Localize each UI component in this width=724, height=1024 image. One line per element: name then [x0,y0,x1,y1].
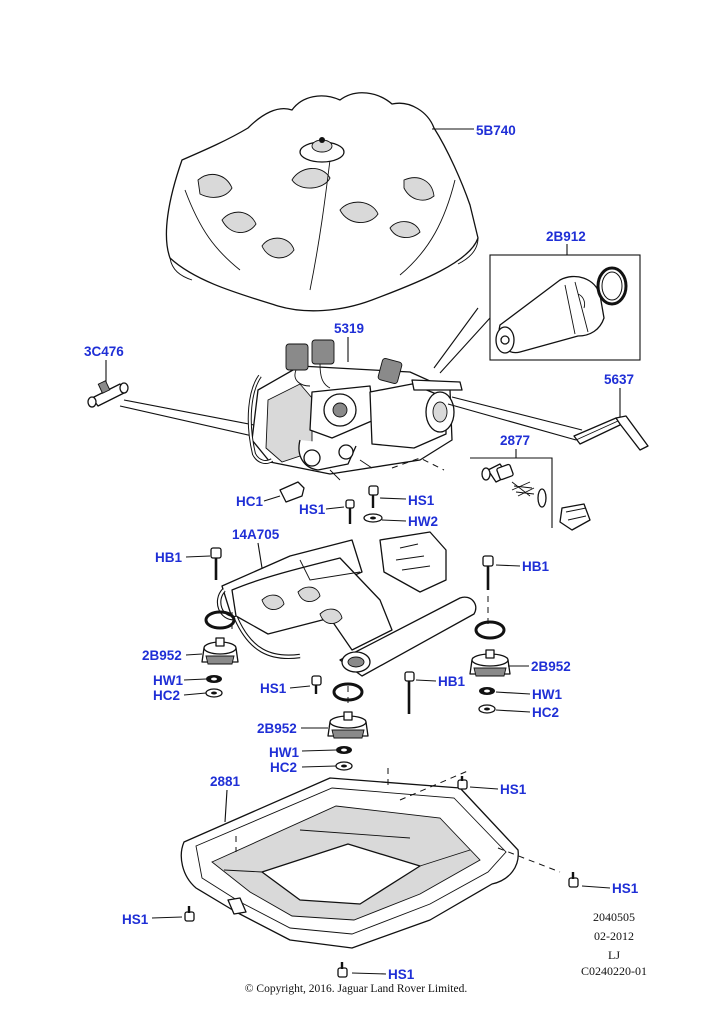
bolt-mid-label: HB1 [438,674,465,689]
bracket-leader [257,542,263,569]
washer-left-leader [183,678,207,681]
copyright-notice: © Copyright, 2016. Jaguar Land Rover Lim… [245,983,468,995]
compressor-dashed-guide [391,457,445,471]
tool-drawing [573,415,649,451]
screw-mid-leader [289,685,311,689]
screw-tray-bottom-leader [351,972,387,975]
screw-tray-top-leader [469,786,499,790]
screw-tray-right-leader [581,885,611,889]
screw-tray-right-label: HS1 [612,881,639,896]
nut-center-label: HC2 [270,760,297,775]
washer-top-drawing [363,513,383,523]
bolt-left-drawing [210,547,222,580]
cover-drawing [165,92,479,312]
reference-date: 02-2012 [594,929,634,943]
bolt-left-label: HB1 [155,550,182,565]
bracket-label: 14A705 [232,527,280,542]
screw-tray-top-drawing [457,776,468,790]
tool-pointer-b [447,403,577,441]
mount-right-drawing [469,620,511,677]
screw-tray-left-drawing [184,906,195,922]
washer-right-drawing [479,687,495,695]
connector-drawing [87,380,129,408]
tray-leader [224,789,228,823]
valve-kit-bracket [470,457,553,528]
bolt-mid-leader [415,679,437,682]
screw-tray-bottom-label: HS1 [388,967,415,982]
washer-right-label: HW1 [532,687,562,702]
compressor-drawing [247,339,463,481]
screw-tray-left-label: HS1 [122,912,149,927]
mount-center-drawing [327,682,369,739]
tray-drawing [180,769,561,949]
screw-tray-left-leader [151,916,183,919]
washer-left-label: HW1 [153,673,183,688]
bolt-right-leader [495,564,521,567]
washer-center-label: HW1 [269,745,299,760]
tool-pointer-a [451,396,583,431]
washer-top-leader [381,519,407,522]
screw-tray-bottom-drawing [337,962,348,978]
screw-mid-label: HS1 [260,681,287,696]
screw-tray-right-drawing [568,872,579,888]
mount-right-label: 2B952 [531,659,571,674]
bolt-left-leader [185,555,211,558]
screw-top-right-label: HS1 [408,493,435,508]
kit-box-pointer-b [439,317,491,374]
washer-top-label: HW2 [408,514,438,529]
reference-initials: LJ [608,948,620,962]
tray-label: 2881 [210,774,241,789]
screw-top-right-leader [379,497,407,500]
compressor-label: 5319 [334,321,364,336]
nut-left-label: HC2 [153,688,180,703]
cover-label: 5B740 [476,123,516,138]
washer-left-drawing [206,675,222,683]
screw-tray-top-label: HS1 [500,782,527,797]
reference-number: 2040505 [593,910,635,924]
washer-center-leader [301,749,337,752]
bolt-right-label: HB1 [522,559,549,574]
clip-leader [263,495,281,502]
mount-left-leader [185,653,203,656]
nut-left-leader [183,692,207,696]
nut-right-leader [495,709,531,713]
clip-drawing [279,481,305,503]
mount-center-label: 2B952 [257,721,297,736]
nut-right-label: HC2 [532,705,559,720]
washer-center-drawing [336,746,352,754]
washer-right-leader [495,691,531,695]
bolt-mid-drawing [404,671,415,714]
screw-top-left-drawing [345,499,355,524]
valve-kit-label: 2877 [500,433,530,448]
bracket-drawing [216,531,477,677]
nut-center-leader [301,765,337,768]
reference-code: C0240220-01 [581,964,647,978]
mount-left-drawing [201,610,239,665]
tool-label: 5637 [604,372,634,387]
screw-top-right-drawing [368,485,379,508]
mount-left-label: 2B952 [142,648,182,663]
screw-top-left-leader [325,506,345,510]
valve-kit-drawing [481,463,591,531]
nut-right-drawing [478,704,496,714]
bolt-right-drawing [482,555,494,590]
connector-label: 3C476 [84,344,124,359]
nut-center-drawing [335,761,353,771]
clip-label: HC1 [236,494,263,509]
screw-top-left-label: HS1 [299,502,326,517]
nut-left-drawing [205,688,223,698]
filter-cartridge-drawing [495,266,628,354]
kit-box-label: 2B912 [546,229,586,244]
kit-box-pointer-a [433,307,479,369]
screw-mid-drawing [311,675,322,694]
